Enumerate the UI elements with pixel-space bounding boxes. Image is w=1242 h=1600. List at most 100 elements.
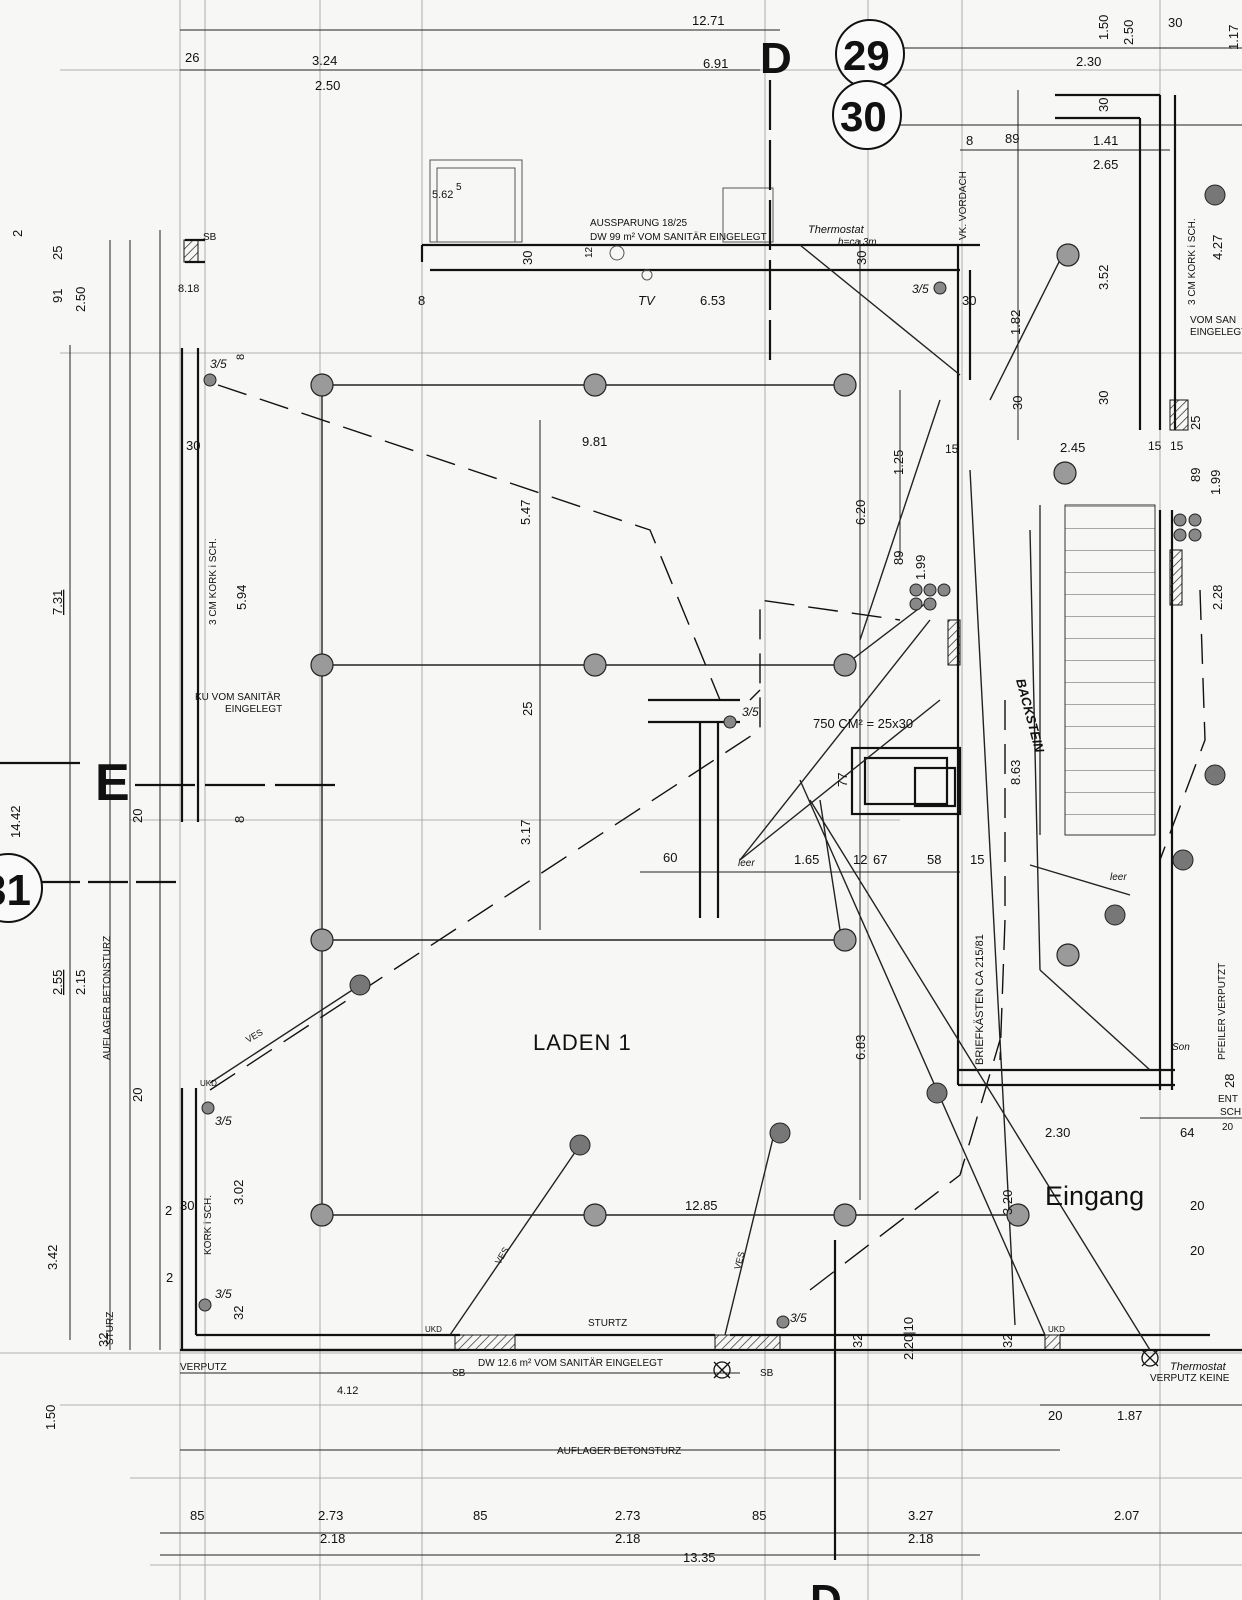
light-fixture — [1056, 243, 1080, 267]
dim: 3.24 — [312, 53, 337, 68]
dim: 2.20|10 — [901, 1317, 916, 1360]
note-sb-bottom-2: SB — [760, 1368, 774, 1379]
dim: 8 — [966, 133, 973, 148]
note-briefkasten: BRIEFKÄSTEN CA 215/81 — [974, 934, 986, 1065]
dim: 1.99 — [1208, 470, 1223, 495]
section-marker-d-bottom: D — [810, 1576, 842, 1600]
light-fixture — [583, 1203, 607, 1227]
note-sb-bottom-1: SB — [452, 1368, 466, 1379]
dim: 58 — [927, 852, 941, 867]
dim: 8.63 — [1008, 760, 1023, 785]
light-fixture — [1053, 461, 1077, 485]
note-auflager-bottom: AUFLAGER BETONSTURZ — [557, 1446, 681, 1457]
light-fixture — [310, 928, 334, 952]
dim: 64 — [1180, 1125, 1194, 1140]
aussparung-box — [429, 159, 774, 281]
note-sturz: STURZ — [105, 1312, 116, 1345]
note-ves-1: VES — [244, 1027, 265, 1045]
grid-bubbles — [0, 19, 905, 923]
dim: 25 — [50, 246, 65, 260]
note-ves-2: VES — [493, 1245, 511, 1266]
dim: 20 — [1048, 1408, 1062, 1423]
light-fixture — [833, 373, 857, 397]
dim: 3.42 — [45, 1245, 60, 1270]
note-verputz-keine: VERPUTZ KEINE — [1150, 1373, 1230, 1384]
note-leer-2: leer — [1110, 872, 1127, 883]
dim: 6.20 — [853, 500, 868, 525]
dim: 32 — [231, 1306, 246, 1320]
dim: 15 — [945, 442, 959, 456]
dim: 2.65 — [1093, 157, 1118, 172]
dim: 77 — [835, 773, 850, 787]
dim: 15 — [1170, 439, 1184, 453]
dim: 4.12 — [337, 1385, 358, 1397]
dim: 1.99 — [913, 555, 928, 580]
dim: 8.18 — [178, 283, 199, 295]
dim: 30 — [1010, 396, 1025, 410]
dim: 20 — [1190, 1198, 1204, 1213]
dim: 2.18 — [615, 1531, 640, 1546]
dim: 2.28 — [1210, 585, 1225, 610]
note-ves-3: VES — [732, 1251, 746, 1271]
note-three-five-2: 3/5 — [215, 1114, 232, 1128]
note-eingelegt-r: EINGELEGT — [1190, 327, 1242, 338]
dim: 30 — [1096, 98, 1111, 112]
dim: 2.73 — [615, 1508, 640, 1523]
dim: 2.07 — [1114, 1508, 1139, 1523]
section-marker-d-top: D — [760, 34, 792, 83]
dim: 1.50 — [43, 1405, 58, 1430]
dim: 7.31 — [50, 590, 65, 615]
note-ukd-1: UKD — [200, 1079, 217, 1088]
dim: 30 — [180, 1198, 194, 1213]
dim: 2.73 — [318, 1508, 343, 1523]
dim: 2.50 — [1121, 20, 1136, 45]
note-schacht: 750 CM² = 25x30 — [813, 716, 913, 731]
dim: 3.17 — [518, 820, 533, 845]
note-kork-right: 3 CM KORK i SCH. — [1187, 218, 1198, 305]
dim: 12.85 — [685, 1198, 718, 1213]
dim: 60 — [663, 850, 677, 865]
note-verputz: VERPUTZ — [180, 1362, 227, 1373]
note-thermostat-top-sub: h=ca 3m — [838, 237, 877, 248]
grid-number-30: 30 — [840, 93, 887, 140]
dim: 89 — [1005, 131, 1019, 146]
dimension-lines — [69, 29, 1242, 1556]
dim: 28 — [1222, 1074, 1237, 1088]
walls — [180, 93, 1242, 1352]
note-leer-1: leer — [738, 858, 755, 869]
dim: 12 — [853, 852, 867, 867]
dim: 2.30 — [1045, 1125, 1070, 1140]
note-vom-san: VOM SAN — [1190, 315, 1236, 326]
light-fixture — [310, 373, 334, 397]
note-son: Son — [1172, 1042, 1190, 1053]
uv-outlets — [349, 184, 1226, 1156]
dim: 67 — [873, 852, 887, 867]
wall-hatching — [183, 239, 1189, 1351]
note-sturtz: STURTZ — [588, 1318, 627, 1329]
dim: 2 — [165, 1203, 172, 1218]
dim: 85 — [473, 1508, 487, 1523]
note-dw-bottom: DW 12.6 m² VOM SANITÄR EINGELEGT — [478, 1357, 663, 1369]
dim: 1.50 — [1096, 15, 1111, 40]
dim: 3.52 — [1096, 265, 1111, 290]
dim: 85 — [752, 1508, 766, 1523]
dim: 30 — [520, 251, 535, 265]
switch-points — [198, 281, 1202, 1329]
dim: 8 — [232, 816, 247, 823]
dim: 30 — [854, 251, 869, 265]
note-thermostat-top: Thermostat — [808, 224, 865, 236]
note-sb-top: SB — [203, 232, 217, 243]
note-dw-top: DW 99 m² VOM SANITÄR EINGELEGT — [590, 231, 767, 243]
note-sch: SCH — [1220, 1107, 1241, 1118]
ceiling-lights — [310, 243, 1080, 1227]
dim: 20 — [130, 1088, 145, 1102]
star-markers — [713, 1349, 1159, 1379]
dim: 1.17 — [1226, 25, 1241, 50]
dim: 30 — [1096, 391, 1111, 405]
dim: 5.47 — [518, 500, 533, 525]
light-fixture — [310, 653, 334, 677]
light-fixture — [583, 653, 607, 677]
dim: 2 — [10, 230, 25, 237]
section-marker-e: E — [95, 754, 130, 812]
dim: 3.02 — [231, 1180, 246, 1205]
